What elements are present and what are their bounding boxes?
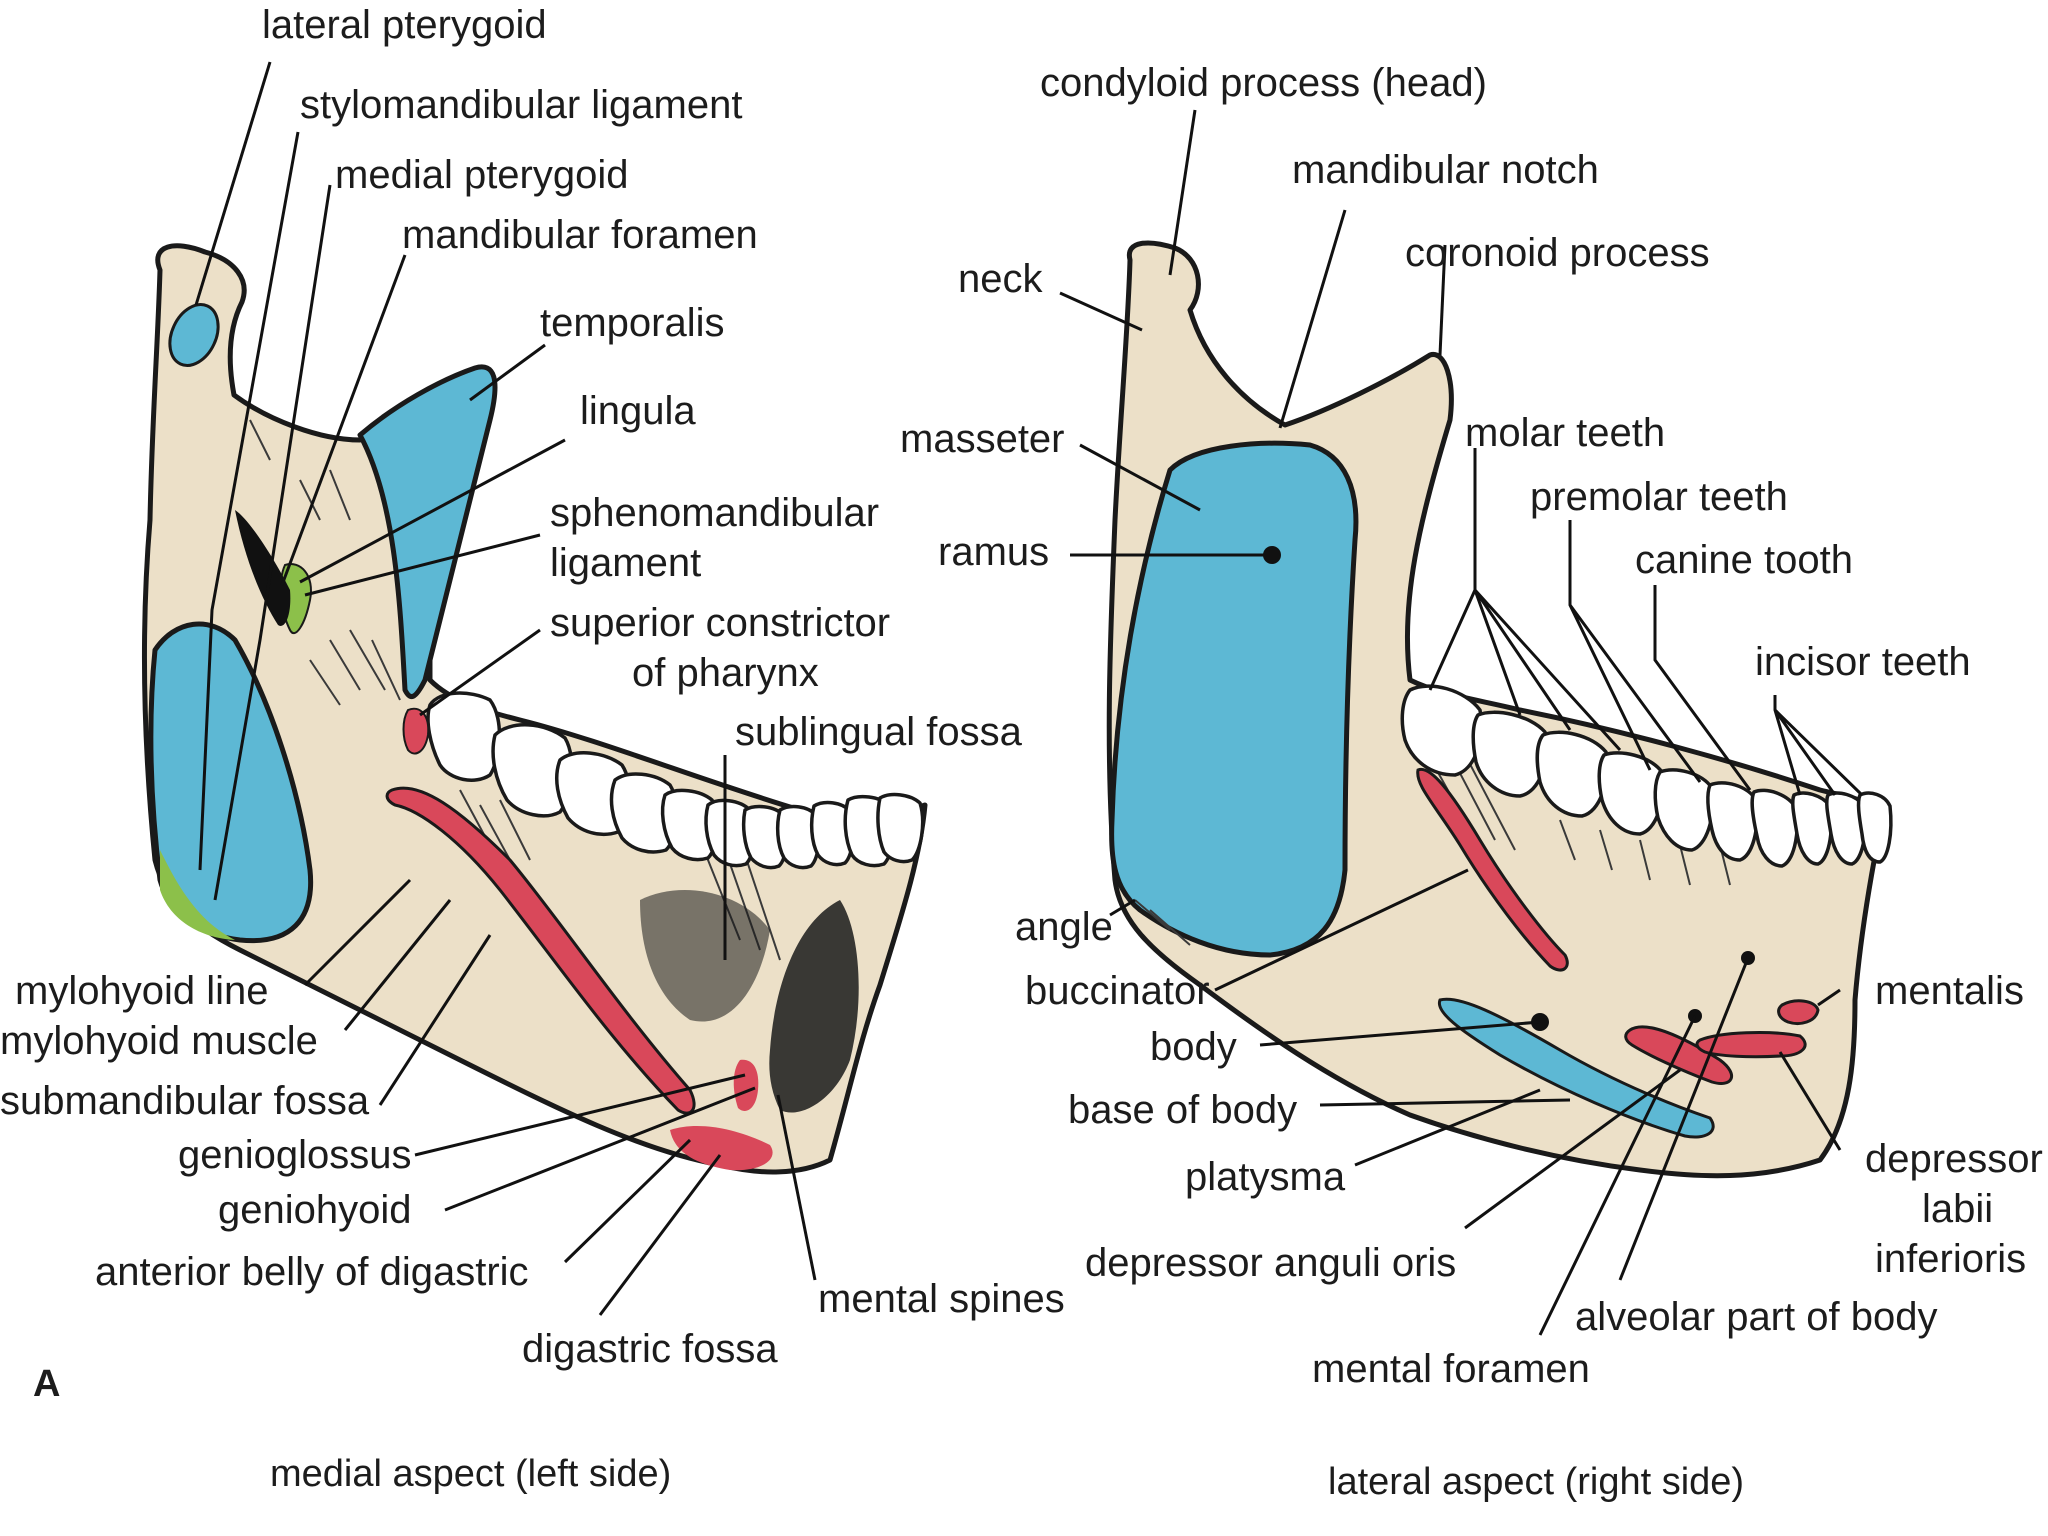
label-superior-constrictor-1: superior constrictor [550,601,890,645]
label-mental-foramen: mental foramen [1312,1347,1590,1391]
label-condyloid-process: condyloid process (head) [1040,61,1487,105]
label-stylomandibular-ligament: stylomandibular ligament [300,83,742,127]
label-depressor-labii-1: depressor [1865,1137,2043,1181]
label-molar-teeth: molar teeth [1465,411,1665,455]
label-depressor-labii-2: labii [1922,1187,1993,1231]
label-mandibular-foramen: mandibular foramen [402,213,758,257]
lateral-pterygoid-attachment [168,303,220,367]
masseter-attachment [1109,440,1359,958]
caption-medial-aspect: medial aspect (left side) [270,1453,671,1495]
label-lingula: lingula [580,389,696,433]
label-platysma: platysma [1185,1155,1346,1199]
label-sphenomandibular-1: sphenomandibular [550,491,879,535]
label-anterior-belly-digastric: anterior belly of digastric [95,1250,529,1294]
label-temporalis: temporalis [540,301,725,345]
mylohyoid-line-red [385,786,696,1115]
depressor-labii-inferioris-red [1695,1031,1807,1059]
label-buccinator: buccinator [1025,969,1210,1013]
leader-lines [194,61,1864,1336]
label-depressor-anguli-oris: depressor anguli oris [1085,1241,1456,1285]
label-base-of-body: base of body [1068,1088,1297,1132]
label-alveolar-part: alveolar part of body [1575,1295,1937,1339]
label-geniohyoid: geniohyoid [218,1188,412,1232]
label-angle: angle [1015,905,1113,949]
medial-chin-shading [769,900,859,1113]
platysma-blue [1437,997,1715,1139]
label-superior-constrictor-2: of pharynx [632,651,819,695]
label-incisor-teeth: incisor teeth [1755,640,1971,684]
label-ramus: ramus [938,530,1049,574]
label-mylohyoid-muscle: mylohyoid muscle [0,1019,318,1063]
caption-lateral-aspect: lateral aspect (right side) [1328,1461,1744,1503]
sublingual-fossa-shading [640,890,770,1022]
buccinator-red [1416,767,1569,972]
stylomandibular-ligament-area [160,850,235,940]
label-sphenomandibular-2: ligament [550,541,701,585]
label-premolar-teeth: premolar teeth [1530,475,1788,519]
superior-constrictor-red [402,707,430,755]
label-submandibular-fossa: submandibular fossa [0,1079,370,1123]
label-mentalis: mentalis [1875,969,2024,1013]
genial-tubercle-red [733,1059,759,1111]
label-digastric-fossa: digastric fossa [522,1327,778,1371]
lateral-view [1106,240,1893,1179]
label-canine-tooth: canine tooth [1635,538,1853,582]
label-neck: neck [958,257,1043,301]
label-mental-spines: mental spines [818,1277,1065,1321]
label-mylohyoid-line: mylohyoid line [15,969,268,1013]
label-depressor-labii-3: inferioris [1875,1237,2026,1281]
label-genioglossus: genioglossus [178,1133,412,1177]
medial-labels: lateral pterygoid stylomandibular ligame… [0,3,1065,1371]
temporalis-attachment [357,364,498,699]
label-mandibular-notch: mandibular notch [1292,148,1599,192]
medial-teeth [426,691,925,870]
label-medial-pterygoid: medial pterygoid [335,153,629,197]
label-lateral-pterygoid: lateral pterygoid [262,3,547,47]
label-coronoid-process: coronoid process [1405,231,1710,275]
mandibular-foramen-shadow [235,510,291,626]
lateral-labels: condyloid process (head) mandibular notc… [900,61,2043,1391]
label-body: body [1150,1025,1237,1069]
medial-pterygoid-attachment [148,621,314,944]
label-sublingual-fossa: sublingual fossa [735,710,1023,754]
lateral-teeth [1400,684,1893,868]
label-masseter: masseter [900,417,1065,461]
medial-view [142,243,928,1175]
digastric-fossa-red [670,1125,773,1171]
figure-letter: A [33,1363,60,1405]
mentalis-red [1777,999,1820,1025]
